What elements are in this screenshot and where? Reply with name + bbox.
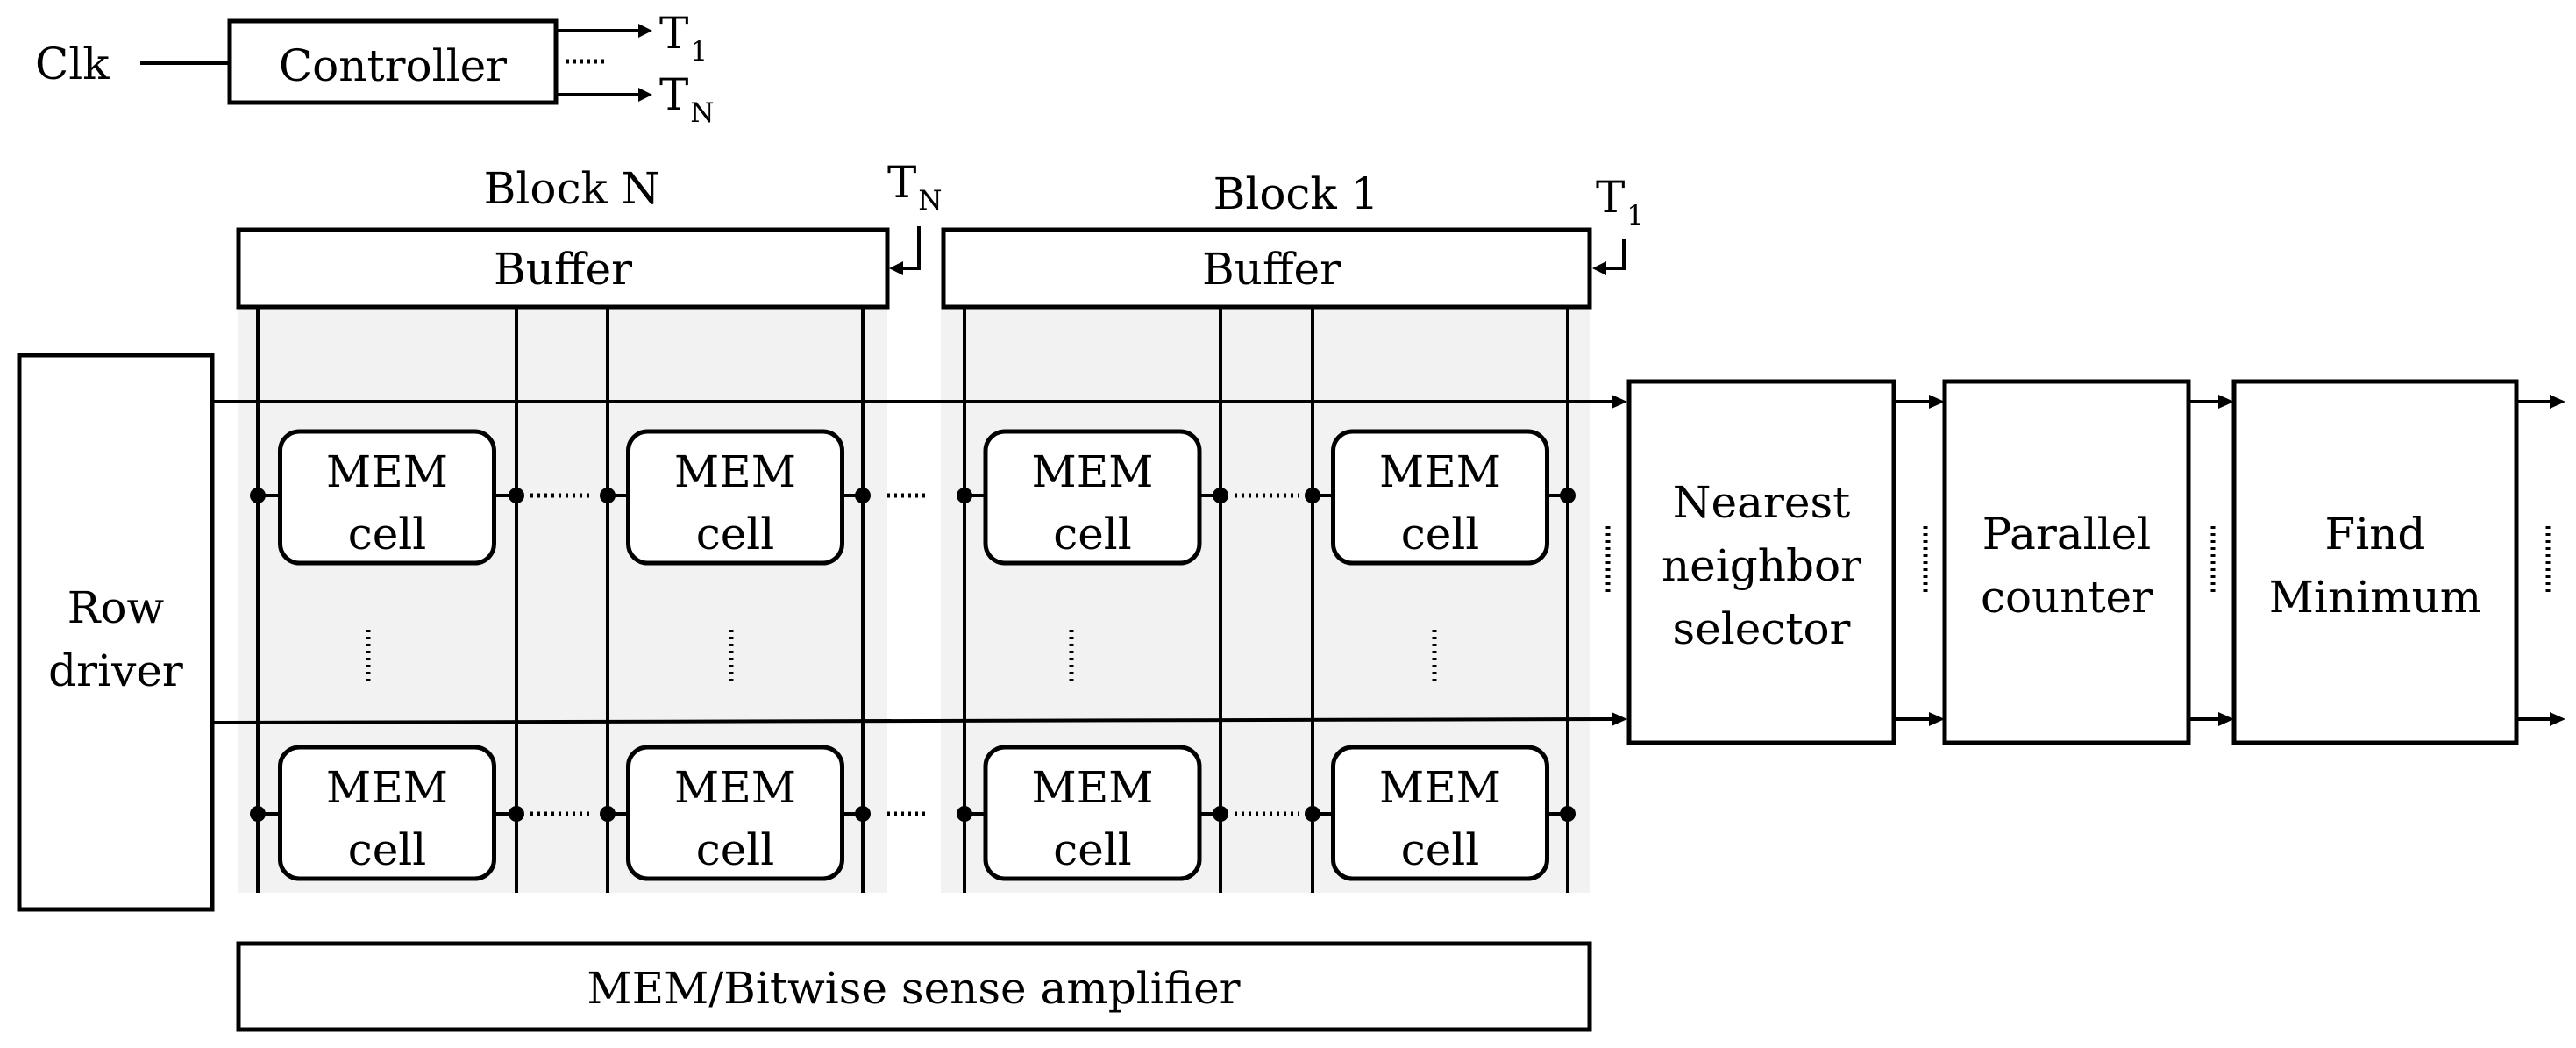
nearest-neighbor-selector-box [1626,379,1896,745]
junction-dot [855,488,871,503]
counter-label-2: counter [1981,572,2153,623]
junction-dot [1213,806,1228,822]
clk-label: Clk [35,39,110,89]
junction-dot [600,488,616,503]
memory-cell: MEM cell [250,429,594,566]
parallel-counter-box [1942,379,2191,745]
memory-cell-label-1: MEM [674,762,796,813]
memory-cell: MEM cell [600,745,871,881]
memory-cell-label-1: MEM [1379,762,1501,813]
junction-dot [1305,806,1320,822]
memory-cell-box [626,745,844,881]
junction-dot [600,806,616,822]
memory-cell-label-2: cell [348,509,427,560]
sense-amplifier-box [236,941,1592,1032]
memory-cell-label-1: MEM [1032,446,1154,497]
word-line-bottom-arrowhead [1612,712,1627,726]
column-lines [256,307,1569,893]
output-arrowhead-bottom [2550,712,2565,726]
svg-text:T1: T1 [1596,172,1644,232]
row-driver-box [17,353,215,912]
block-1-title: Block 1 [1213,168,1379,219]
controller-out-n-arrowhead [638,88,652,102]
junction-dot [250,488,266,503]
junction-dot [1305,488,1320,503]
find-minimum-label-1: Find [2325,509,2426,560]
block-n-buffer-label: Buffer [494,244,632,295]
memory-cell-label-2: cell [1053,824,1132,875]
memory-cell-label-2: cell [1401,824,1480,875]
memory-cell-box [1331,745,1549,881]
memory-cell-label-2: cell [348,824,427,875]
memory-cell: MEM cell [600,429,871,566]
memory-cell: MEM cell [1305,745,1576,881]
memory-cell-box [278,745,496,881]
find-minimum-label-2: Minimum [2269,572,2481,623]
memory-cell-box [626,429,844,566]
junction-dot [1213,488,1228,503]
memory-cell-label-1: MEM [674,446,796,497]
controller-section: Clk Controller T1 TN [35,8,714,129]
controller-out-1-label: T1 [659,8,708,68]
find-minimum-box [2231,379,2519,745]
controller-out-1-arrowhead [638,24,652,38]
memory-cell-box [983,745,1202,881]
row-driver-label-2: driver [48,645,183,696]
pipeline: Nearest neighbor selector Parallel count… [1605,379,2565,745]
memory-cell-box [983,429,1202,566]
memory-cell-label-1: MEM [326,762,448,813]
controller-label: Controller [279,40,507,91]
memory-cell: MEM cell [250,745,594,881]
memory-cell-array: MEMcellMEMcellMEMcellMEMcellMEMcellMEMce… [250,429,1576,881]
junction-dot [250,806,266,822]
controller-box [227,18,559,105]
selector-label-3: selector [1673,603,1851,654]
block-n-trigger: TN [887,157,942,275]
selector-label-1: Nearest [1673,477,1850,528]
block-1-trigger: T1 [1592,172,1644,275]
memory-cell-label-2: cell [696,824,775,875]
svg-text:TN: TN [887,157,942,217]
junction-dot [855,806,871,822]
junction-dot [957,806,972,822]
memory-cell-label-2: cell [1401,509,1480,560]
block-1-buffer [941,227,1592,310]
block-n-title: Block N [484,163,660,214]
junction-dot [509,488,524,503]
controller-out-n-label: TN [659,69,714,129]
word-line-bottom [211,717,1616,724]
junction-dot [1560,488,1576,503]
block-1-buffer-label: Buffer [1202,244,1341,295]
junction-dot [957,488,972,503]
memory-cell-label-2: cell [1053,509,1132,560]
output-arrowhead-top [2550,395,2565,409]
word-line-top-arrowhead [1612,395,1627,409]
block-n-buffer [236,227,890,310]
memory-cell-label-2: cell [696,509,775,560]
sense-amplifier-label: MEM/Bitwise sense amplifier [587,963,1240,1014]
selector-label-2: neighbor [1662,540,1861,591]
memory-cell-label-1: MEM [326,446,448,497]
memory-cell: MEM cell [1305,429,1576,566]
junction-dot [1560,806,1576,822]
memory-cell-box [1331,429,1549,566]
memory-cell-box [278,429,496,566]
memory-cell: MEM cell [957,745,1299,881]
row-driver-label-1: Row [68,582,165,633]
junction-dot [509,806,524,822]
memory-cell: MEM cell [957,429,1299,566]
counter-label-1: Parallel [1982,509,2151,560]
memory-cell-label-1: MEM [1379,446,1501,497]
memory-cell-label-1: MEM [1032,762,1154,813]
